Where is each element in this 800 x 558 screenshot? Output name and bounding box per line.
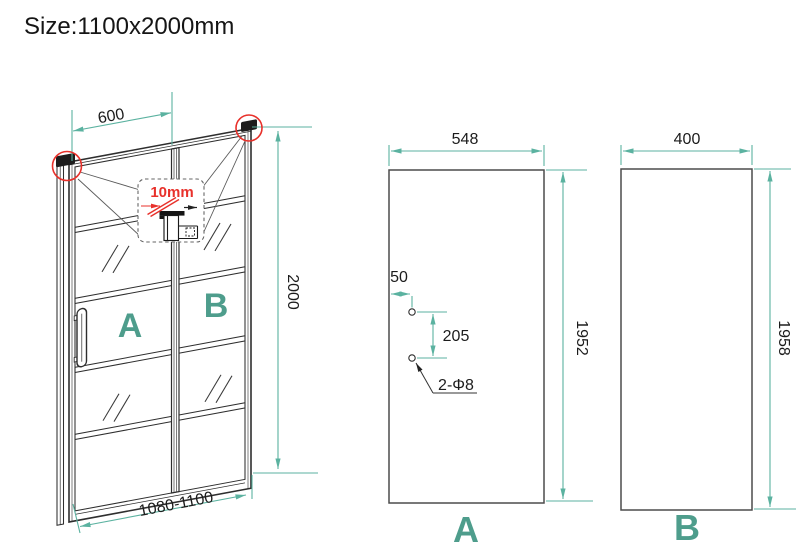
dimension-1080-1100 [72,475,253,534]
profile-cross-section [159,211,199,242]
page-title: Size:1100x2000mm [24,13,234,40]
panel-b-width-text: 400 [674,131,701,148]
glass-reflection-marks [101,222,233,422]
door-panel-b-label: B [204,287,229,325]
door-dimensions [71,92,318,534]
hole-leader [415,362,477,394]
panel-a-outline [388,169,545,504]
panel-a-height-text: 1952 [573,320,590,356]
corner-cap-right [241,119,257,132]
glass-thickness-markers [141,196,180,218]
wall-profile [56,157,65,526]
dim-text-2000: 2000 [284,274,301,310]
hole-marker-top [408,308,416,316]
panel-a-dimensions [388,145,593,502]
hole-spacing-text: 205 [443,328,470,345]
panel-a-drawing: 548 1952 50 205 2-Φ8 A [388,131,593,550]
detail-leader-lines [77,135,246,237]
hole-marker-bottom [408,354,416,362]
dimension-600 [71,92,173,161]
dim-text-1080-1100: 1080-1100 [138,489,215,520]
panel-b-dimensions [620,145,796,510]
door-panel-a-label: A [118,307,143,345]
panel-b-label: B [674,507,700,548]
dim-text-600: 600 [97,106,126,128]
corner-cap-left [56,153,75,168]
panel-b-outline [620,168,753,511]
hole-note-text: 2-Φ8 [438,377,474,394]
panel-a-label: A [453,509,479,550]
door-handle [73,307,88,368]
glazing-bar [74,402,246,441]
glass-thickness-note: 10mm [150,184,193,201]
panel-b-drawing: 400 1958 B [620,131,796,548]
panel-b-height-text: 1958 [775,320,792,356]
glazing-bar [74,335,246,374]
corner-highlight-right [235,114,263,142]
hole-edge-offset-text: 50 [390,269,408,286]
panel-a-width-text: 548 [452,131,479,148]
corner-highlight-left [51,150,83,182]
detail-callout: 10mm [137,178,205,243]
